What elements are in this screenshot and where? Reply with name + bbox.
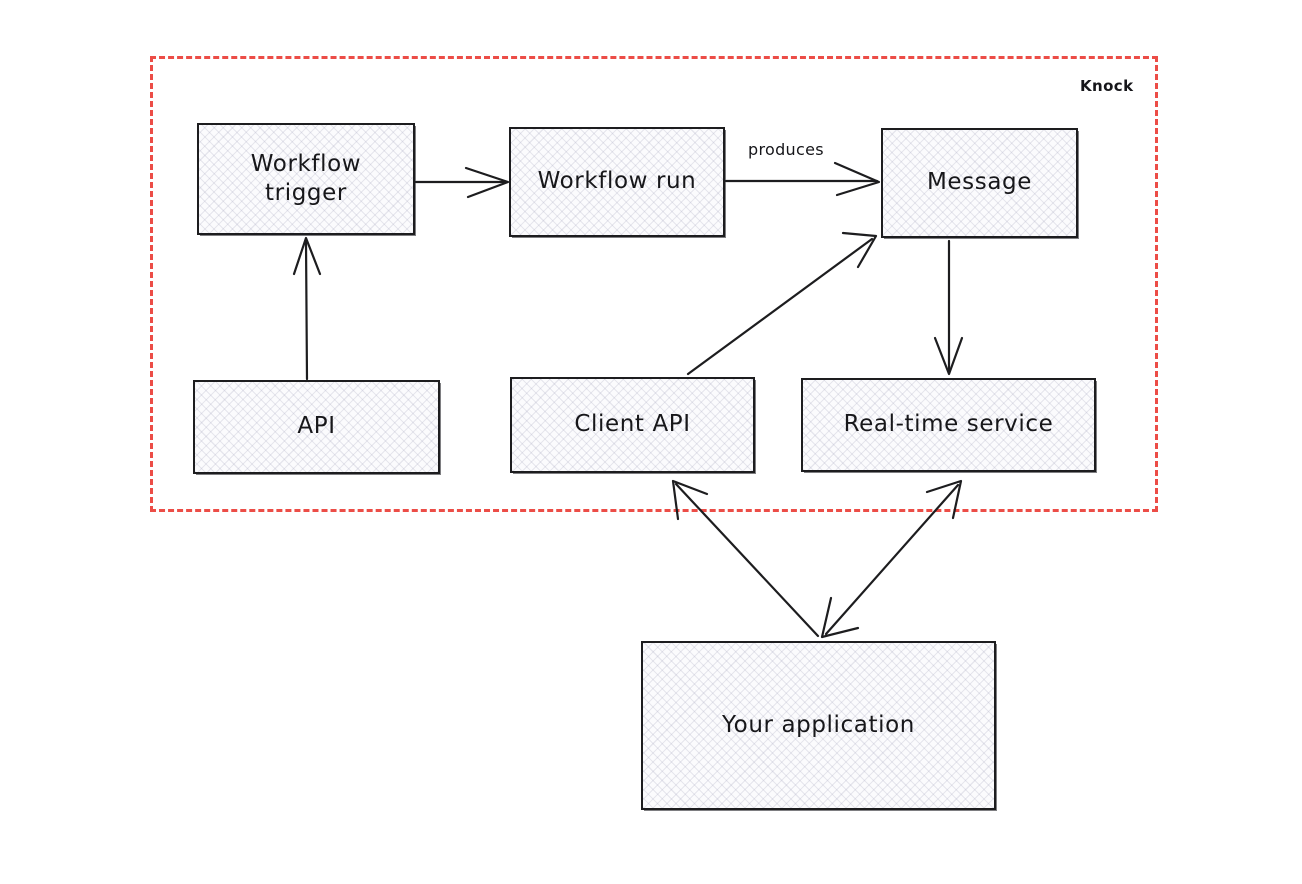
node-your-application[interactable]: Your application <box>641 641 996 810</box>
node-api[interactable]: API <box>193 380 440 474</box>
edge-trigger-to-run <box>414 166 510 199</box>
knock-boundary-label: Knock <box>1080 77 1134 95</box>
edge-api-to-trigger <box>292 236 322 381</box>
node-workflow-trigger[interactable]: Workflow trigger <box>197 123 415 235</box>
node-label-message: Message <box>926 169 1032 196</box>
node-client-api[interactable]: Client API <box>510 377 755 473</box>
edge-run-to-message <box>724 161 881 197</box>
node-workflow-run[interactable]: Workflow run <box>509 127 725 237</box>
edge-label-produces: produces <box>748 140 824 159</box>
node-label-your-application: Your application <box>722 711 915 738</box>
edge-client-api-to-message <box>686 231 878 376</box>
node-label-real-time-service: Real-time service <box>843 411 1054 438</box>
edge-message-to-realtime <box>933 239 964 376</box>
node-label-client-api: Client API <box>574 411 691 438</box>
knock-boundary <box>150 56 1158 512</box>
node-real-time-service[interactable]: Real-time service <box>801 378 1096 472</box>
edge-app-to-client-api <box>671 479 820 638</box>
node-message[interactable]: Message <box>881 128 1078 238</box>
edge-app-realtime-bidir <box>820 479 963 639</box>
node-label-workflow-run: Workflow run <box>537 168 697 195</box>
node-label-api: API <box>297 413 336 440</box>
node-label-workflow-trigger: Workflow trigger <box>250 150 362 206</box>
